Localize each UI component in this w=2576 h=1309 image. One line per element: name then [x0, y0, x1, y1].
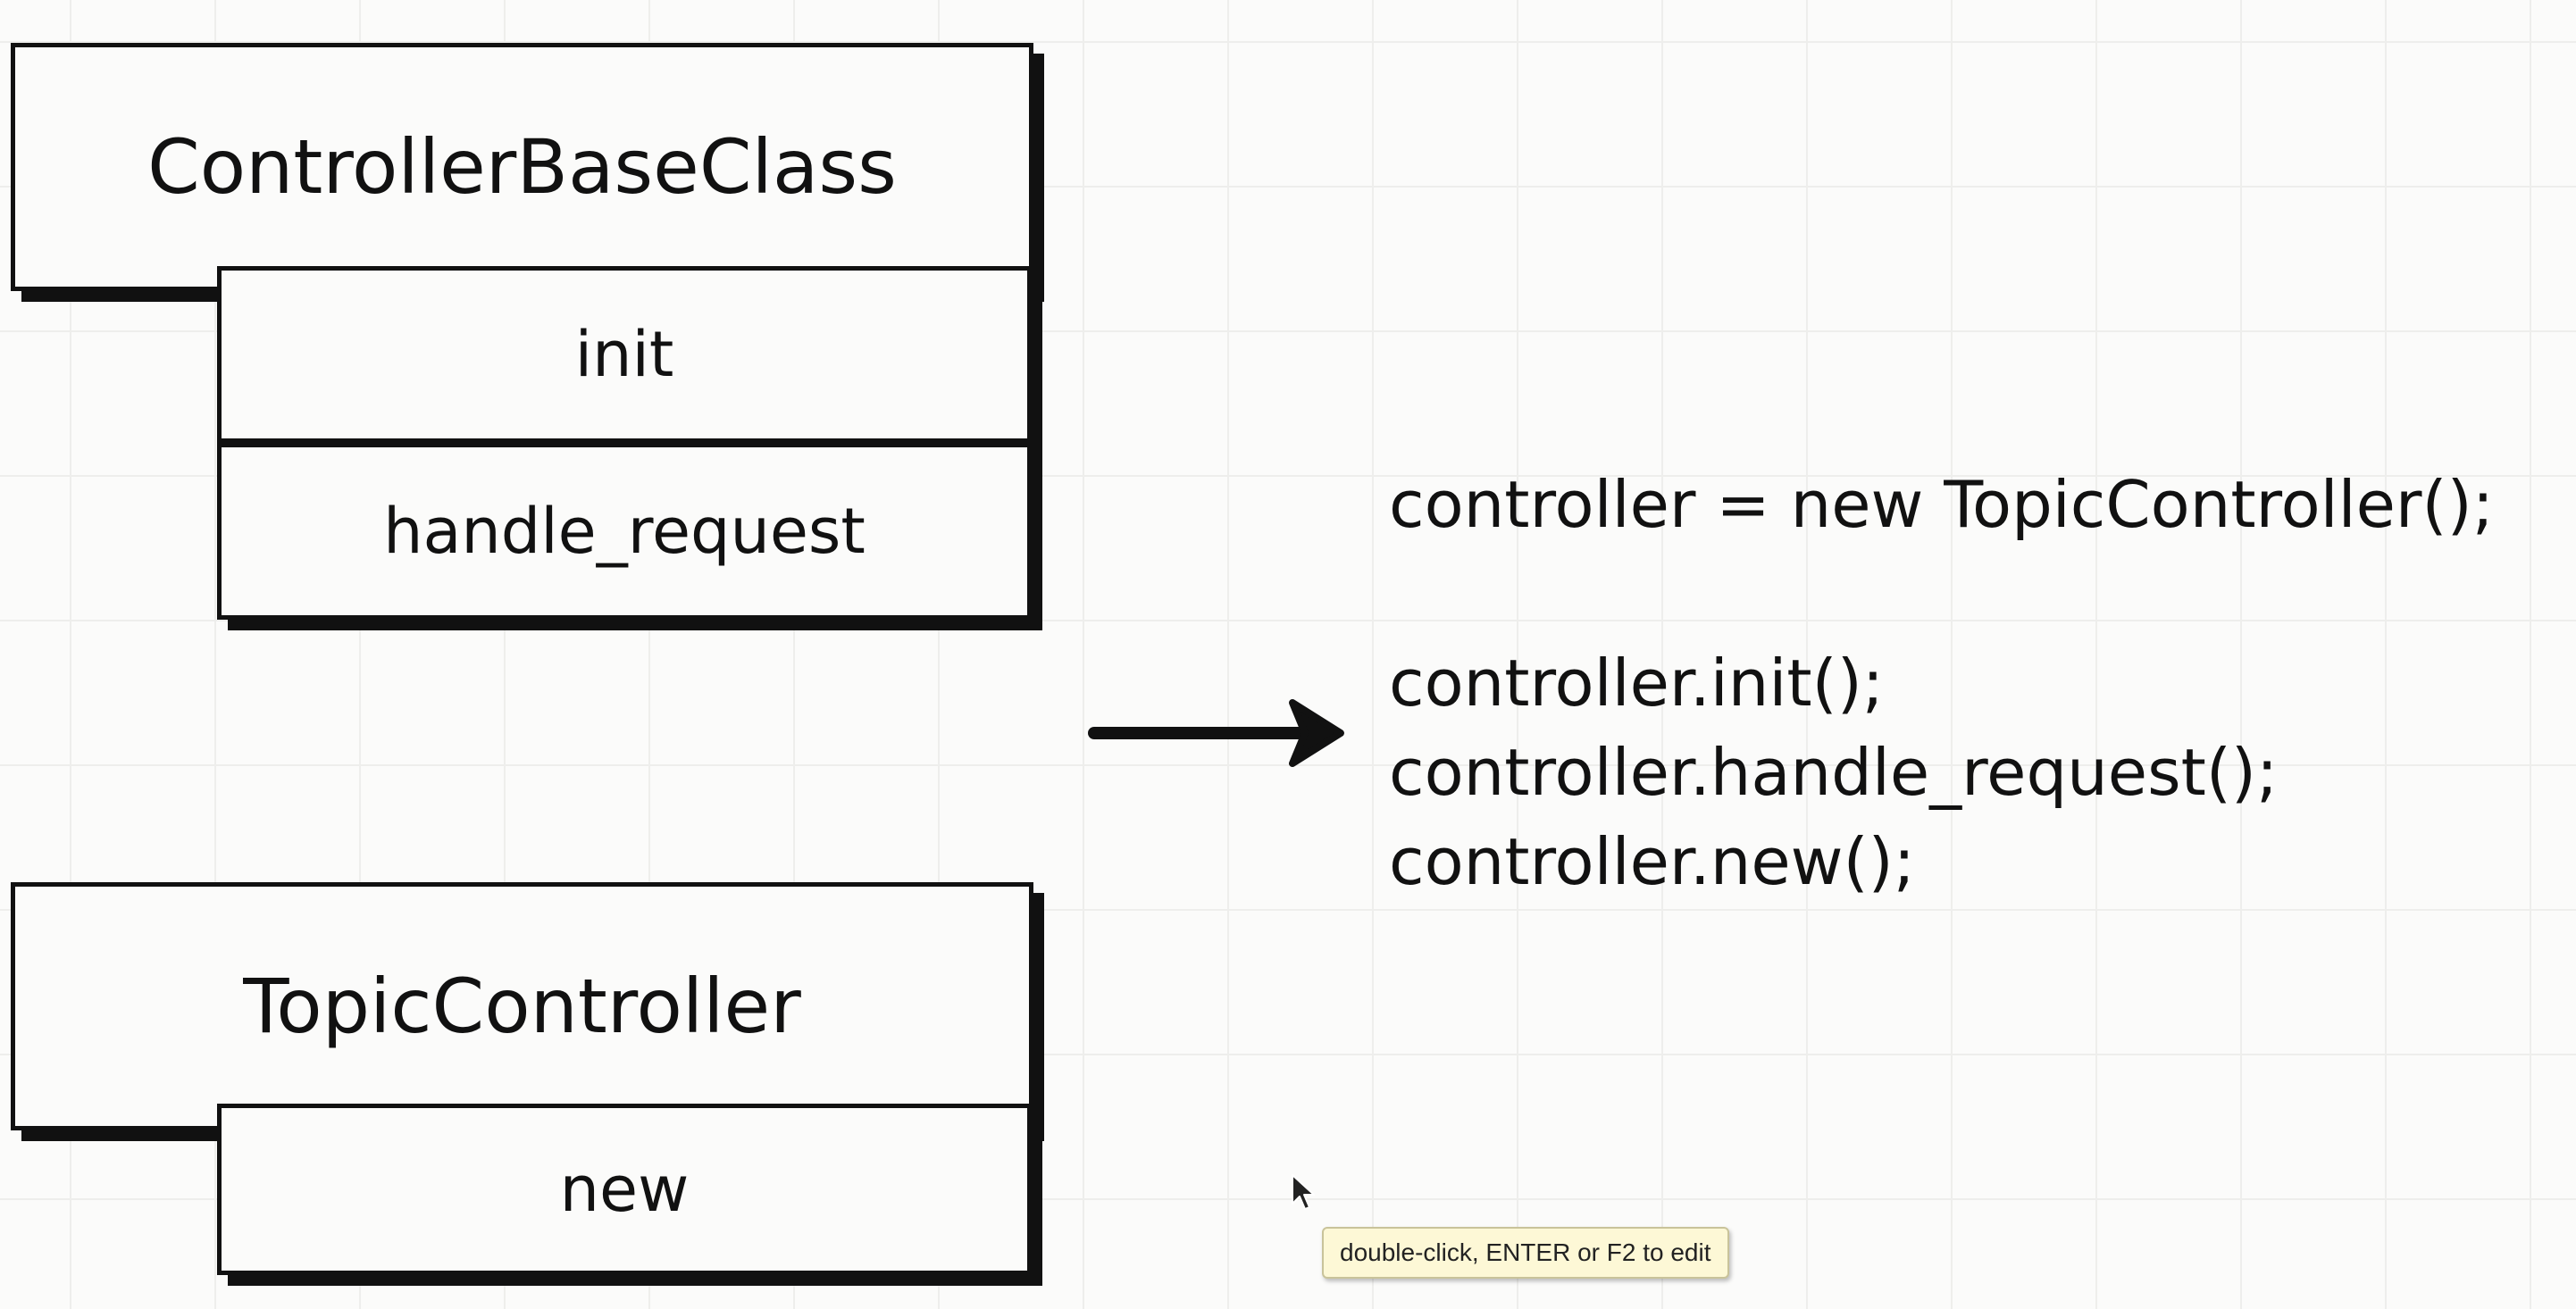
code-spacer — [1389, 549, 2494, 638]
code-line-new: controller.new(); — [1389, 824, 1916, 899]
base-class-method-init[interactable]: init — [217, 266, 1032, 443]
method-label: handle_request — [383, 495, 866, 568]
method-label: new — [559, 1153, 690, 1226]
code-line-constructor: controller = new TopicController(); — [1389, 467, 2494, 542]
base-class-title-box[interactable]: ControllerBaseClass — [11, 43, 1033, 291]
code-block[interactable]: controller = new TopicController(); cont… — [1389, 460, 2494, 906]
code-line-init: controller.init(); — [1389, 646, 1885, 721]
code-line-handle-request: controller.handle_request(); — [1389, 735, 2279, 810]
sub-class-title: TopicController — [243, 963, 801, 1050]
sub-class-method-new[interactable]: new — [217, 1104, 1032, 1275]
right-arrow-icon — [1088, 699, 1344, 767]
edit-hint-tooltip: double-click, ENTER or F2 to edit — [1322, 1227, 1729, 1279]
mouse-pointer-icon — [1292, 1174, 1315, 1210]
method-label: init — [574, 318, 674, 391]
base-class-title: ControllerBaseClass — [147, 123, 897, 211]
base-class-method-handle-request[interactable]: handle_request — [217, 443, 1032, 620]
sub-class-title-box[interactable]: TopicController — [11, 882, 1033, 1130]
